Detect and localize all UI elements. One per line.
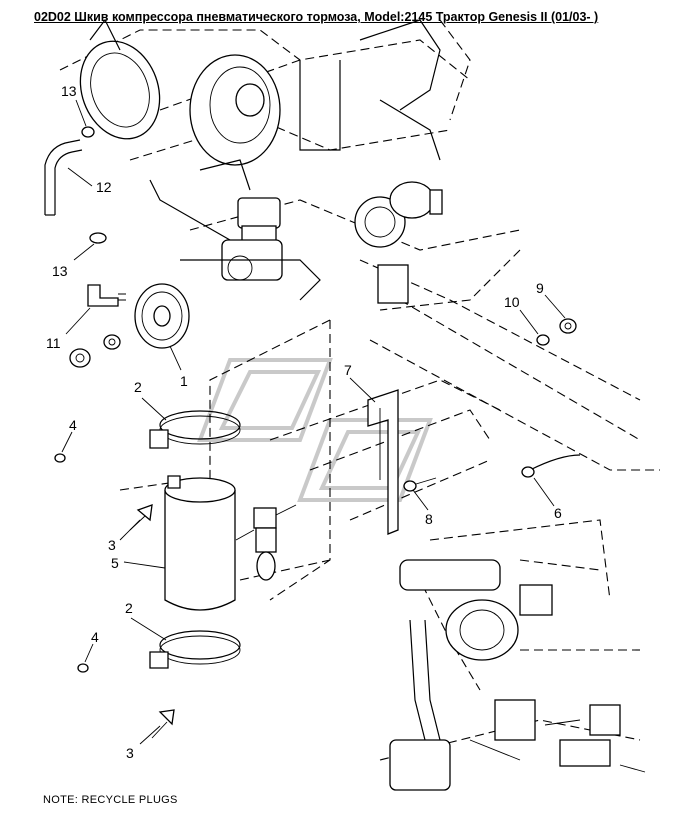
callout-2: 2	[134, 379, 142, 395]
brake-valve-assembly	[389, 559, 646, 791]
callout-6: 6	[554, 505, 562, 521]
callout-7: 7	[344, 362, 352, 378]
diagram-title: 02D02 Шкив компрессора пневматического т…	[34, 10, 599, 24]
callout-3: 3	[126, 745, 134, 761]
tank-straps	[149, 410, 241, 669]
callout-8: 8	[425, 511, 433, 527]
engine-fan	[79, 18, 441, 166]
callout-5: 5	[111, 555, 119, 571]
bracket-bolt	[403, 477, 437, 492]
air-line	[521, 454, 581, 478]
callout-4: 4	[91, 629, 99, 645]
nut-and-washer-right	[536, 318, 577, 346]
callout-13: 13	[61, 83, 77, 99]
callout-3: 3	[108, 537, 116, 553]
callout-12: 12	[96, 179, 112, 195]
leader-lines	[61, 99, 566, 745]
air-tank	[164, 475, 236, 611]
mounting-bolts	[54, 453, 175, 739]
elbow-fitting	[87, 284, 126, 307]
engine-frame-outline	[59, 19, 660, 761]
callout-4: 4	[69, 417, 77, 433]
recycle-note: NOTE: RECYCLE PLUGS	[43, 794, 178, 806]
callout-11: 11	[46, 335, 61, 351]
callout-2: 2	[125, 600, 133, 616]
compressor-pulley	[134, 283, 190, 349]
hose-with-clamps	[44, 126, 107, 244]
engine-housing-right	[354, 181, 443, 248]
drain-valve-assembly	[235, 504, 297, 581]
callout-9: 9	[536, 280, 544, 296]
callout-1: 1	[180, 373, 188, 389]
air-compressor	[149, 159, 321, 301]
callout-labels: 13 12 13 11 1 2 4 3 5 2 4 3 7 8 6 9 10	[46, 83, 562, 761]
nut-and-washer	[69, 334, 121, 368]
callout-13: 13	[52, 263, 68, 279]
mounting-bracket	[367, 264, 409, 535]
callout-10: 10	[504, 294, 520, 310]
